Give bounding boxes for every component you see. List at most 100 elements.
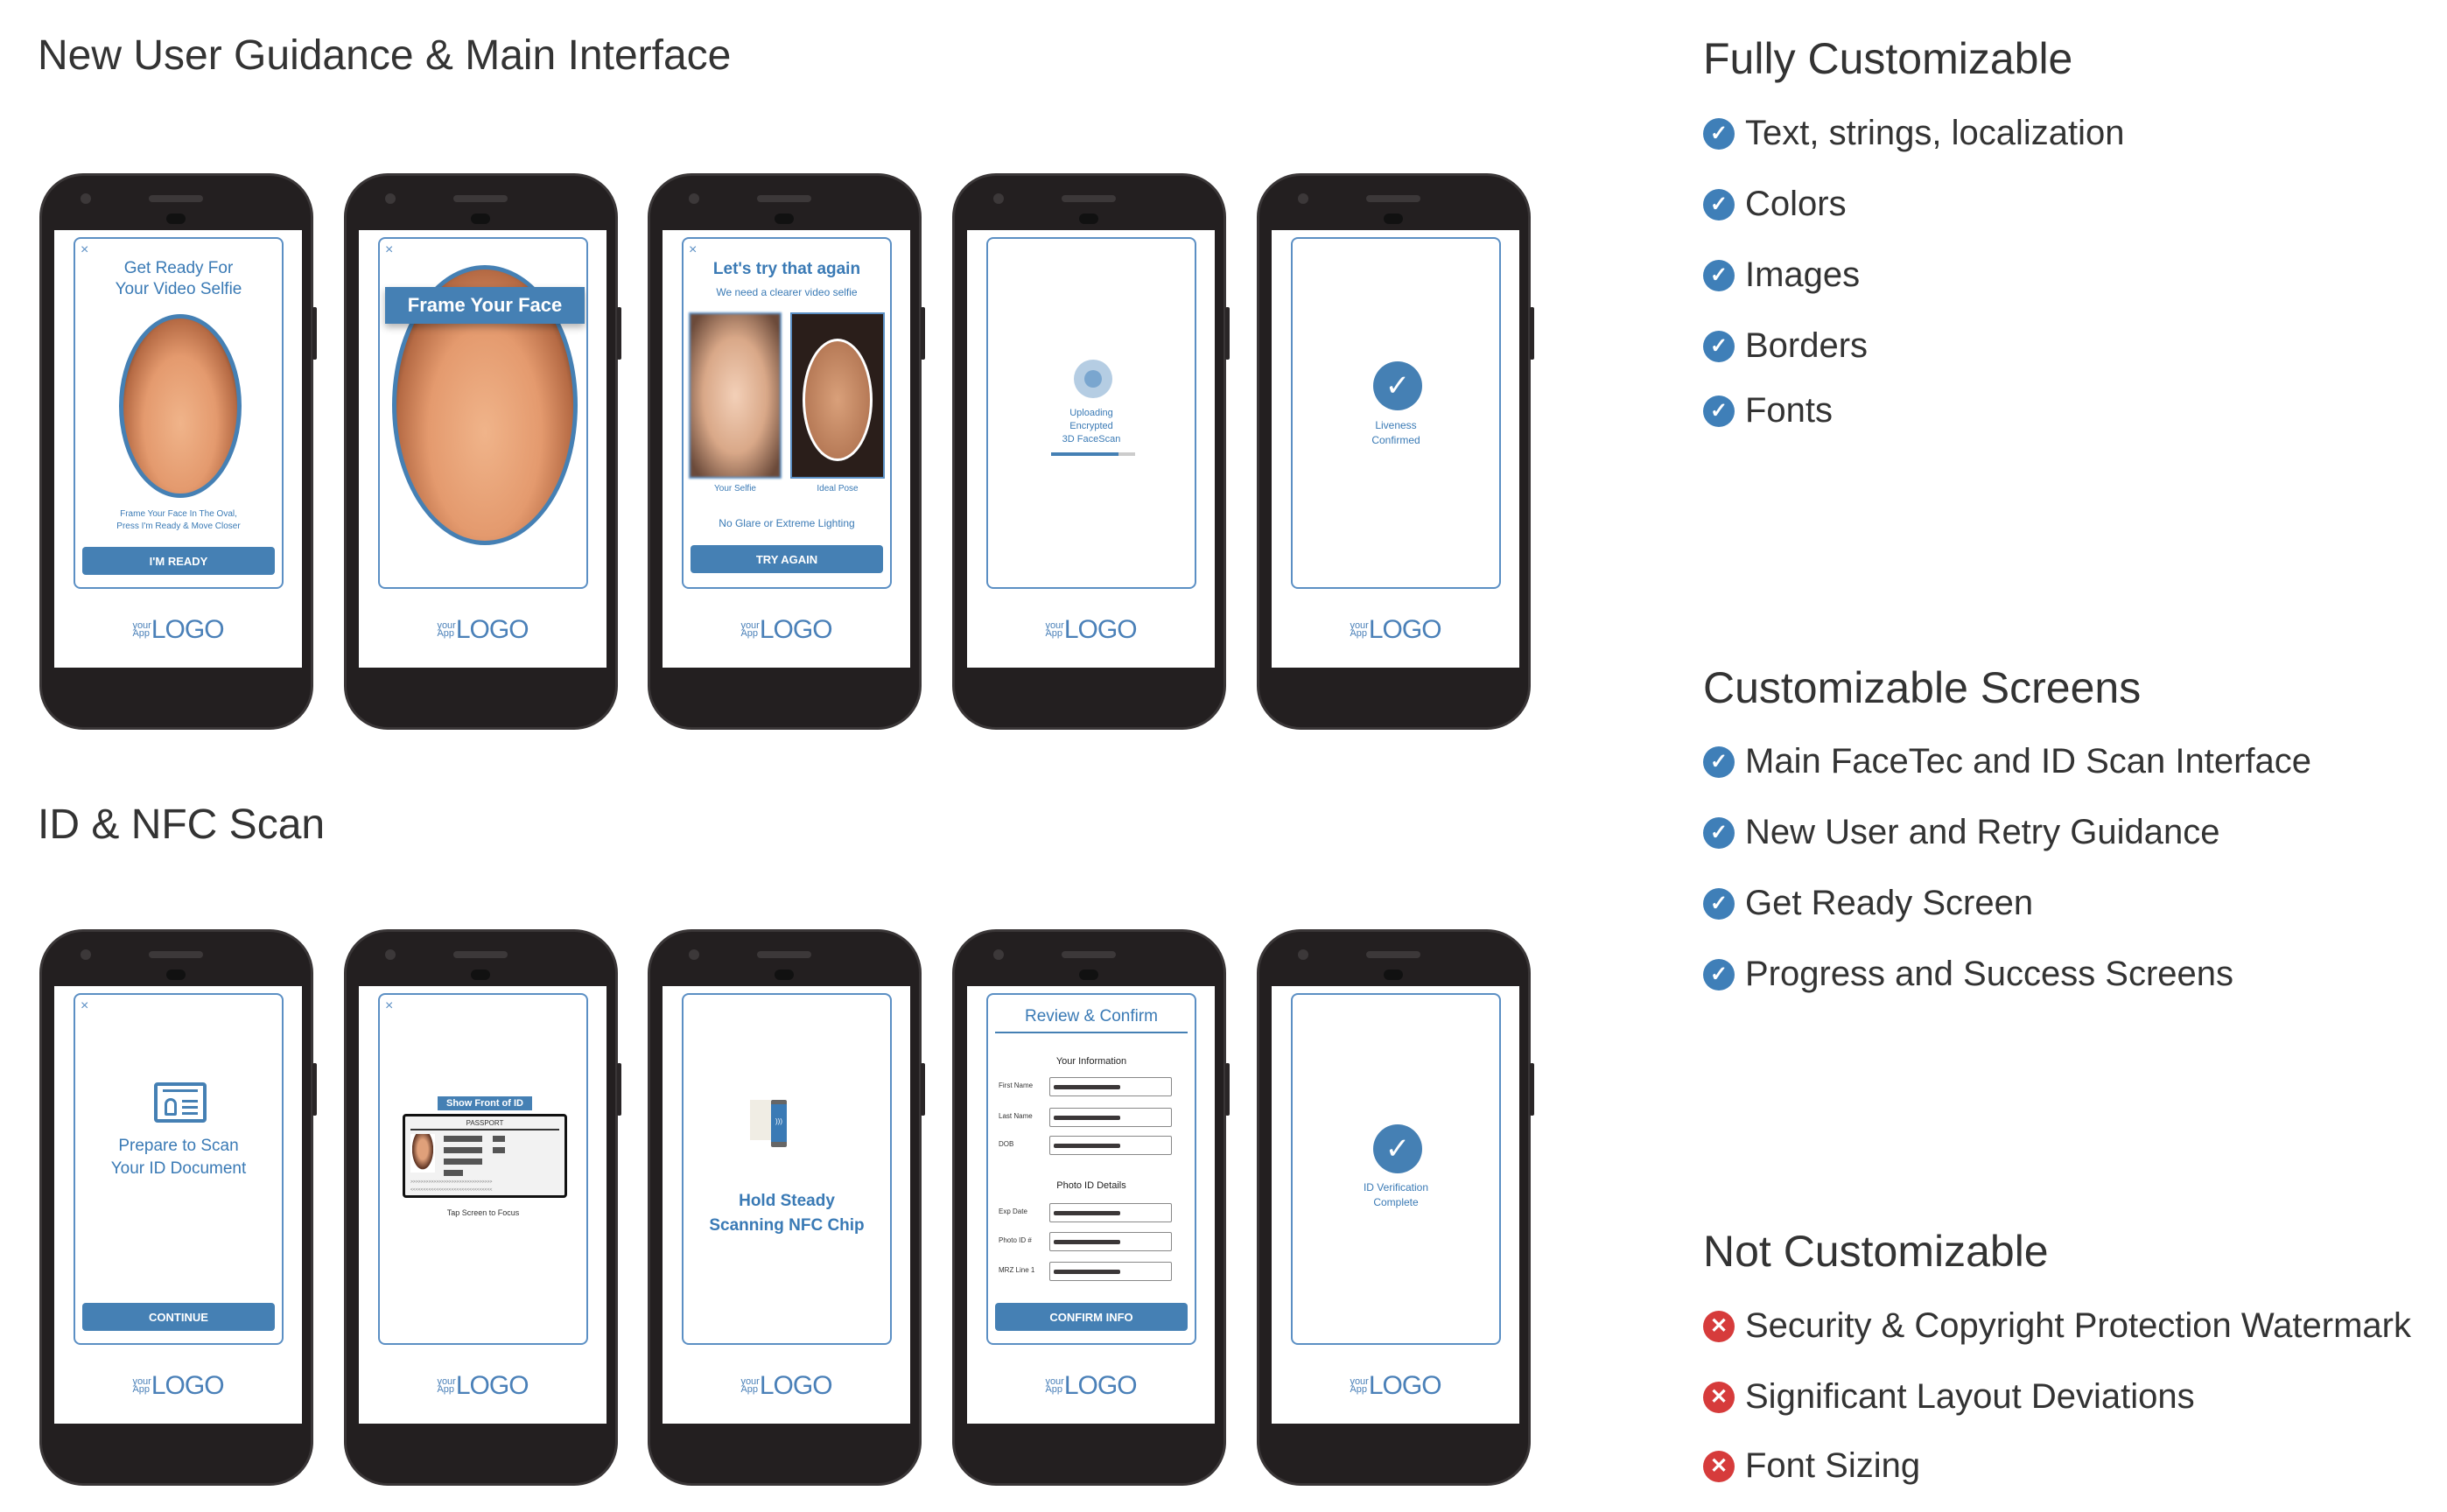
field-label: Last Name [999,1112,1033,1120]
field-label: MRZ Line 1 [999,1266,1035,1274]
your-info-heading: Your Information [1055,1056,1127,1067]
list-item: ✕Security & Copyright Protection Waterma… [1703,1306,2411,1346]
ideal-pose-label: Ideal Pose [817,484,859,494]
fully-customizable-heading: Fully Customizable [1703,34,2073,83]
check-icon: ✓ [1373,1124,1422,1173]
retry-hint: No Glare or Extreme Lighting [719,517,855,529]
list-item: ✕Font Sizing [1703,1446,1920,1486]
liveness-text: Liveness [1375,419,1417,431]
list-item: ✓Fonts [1703,391,1833,430]
photo-id-field[interactable] [1049,1232,1172,1251]
check-circle-icon: ✓ [1703,746,1735,778]
id-card-icon [154,1082,207,1123]
list-item: ✓New User and Retry Guidance [1703,813,2219,852]
customizable-screens-heading: Customizable Screens [1703,663,2142,712]
nfc-text: Scanning NFC Chip [709,1216,865,1235]
x-circle-icon: ✕ [1703,1310,1735,1342]
check-circle-icon: ✓ [1703,958,1735,990]
upload-spinner-icon [1074,360,1112,398]
nfc-scan-icon: ))) [750,1100,822,1147]
list-item: ✓Text, strings, localization [1703,114,2125,153]
check-circle-icon: ✓ [1703,117,1735,150]
close-icon[interactable]: × [81,998,89,1013]
continue-button[interactable]: CONTINUE [82,1303,275,1331]
upload-text: 3D FaceScan [1062,434,1121,444]
exp-date-field[interactable] [1049,1203,1172,1222]
list-item: ✓Main FaceTec and ID Scan Interface [1703,742,2311,781]
list-item: ✓Borders [1703,326,1868,366]
not-customizable-heading: Not Customizable [1703,1227,2049,1276]
mrz-line-field[interactable] [1049,1262,1172,1281]
frame-face-banner: Frame Your Face [385,287,585,324]
close-icon[interactable]: × [385,998,394,1013]
list-item: ✕Significant Layout Deviations [1703,1377,2195,1417]
upload-progress-bar [1051,452,1135,456]
field-label: First Name [999,1082,1034,1089]
review-title: Review & Confirm [1024,1007,1159,1026]
caption: Press I'm Ready & Move Closer [116,522,241,531]
show-front-label: Show Front of ID [438,1096,532,1110]
face-oval-image [119,314,242,498]
tap-focus-hint: Tap Screen to Focus [446,1208,520,1217]
check-circle-icon: ✓ [1703,395,1735,427]
complete-text: Complete [1373,1196,1419,1208]
close-icon[interactable]: × [81,242,89,257]
retry-subtitle: We need a clearer video selfie [716,286,858,298]
field-label: Photo ID # [999,1236,1032,1244]
close-icon[interactable]: × [689,242,698,257]
title: Get Ready For [123,259,234,277]
close-icon[interactable]: × [385,242,394,257]
dob-field[interactable] [1049,1136,1172,1155]
list-item: ✓Progress and Success Screens [1703,955,2233,994]
confirm-info-button[interactable]: CONFIRM INFO [995,1303,1188,1331]
prepare-text: Prepare to Scan [118,1137,239,1155]
check-circle-icon: ✓ [1703,259,1735,291]
upload-text: Uploading [1069,408,1113,418]
retry-title: Let's try that again [712,260,861,278]
list-item: ✓Get Ready Screen [1703,884,2033,923]
section-title-id-scan: ID & NFC Scan [38,802,326,848]
complete-text: ID Verification [1363,1181,1429,1194]
field-label: DOB [999,1140,1014,1148]
x-circle-icon: ✕ [1703,1381,1735,1413]
photo-id-heading: Photo ID Details [1056,1180,1126,1191]
first-name-field[interactable] [1049,1077,1172,1096]
check-circle-icon: ✓ [1703,330,1735,362]
im-ready-button[interactable]: I'M READY [82,547,275,575]
caption: Frame Your Face In The Oval, [120,509,237,519]
list-item: ✓Colors [1703,185,1847,224]
check-circle-icon: ✓ [1703,816,1735,849]
list-item: ✓Images [1703,256,1860,295]
your-selfie-label: Your Selfie [714,484,756,494]
check-icon: ✓ [1373,361,1422,410]
nfc-text: Hold Steady [739,1192,835,1210]
phone-show-id: × Show Front of ID PASSPORT >>>>>>>>>>>>… [344,929,621,1486]
liveness-text: Confirmed [1371,434,1420,446]
ideal-pose-image [790,312,885,479]
phone-retry: × Let's try that again We need a clearer… [648,173,925,730]
check-circle-icon: ✓ [1703,887,1735,920]
last-name-field[interactable] [1049,1108,1172,1127]
x-circle-icon: ✕ [1703,1450,1735,1482]
check-circle-icon: ✓ [1703,188,1735,220]
try-again-button[interactable]: TRY AGAIN [691,545,883,573]
phone-review: Review & Confirm Your Information First … [952,929,1230,1486]
your-selfie-image [689,312,782,479]
